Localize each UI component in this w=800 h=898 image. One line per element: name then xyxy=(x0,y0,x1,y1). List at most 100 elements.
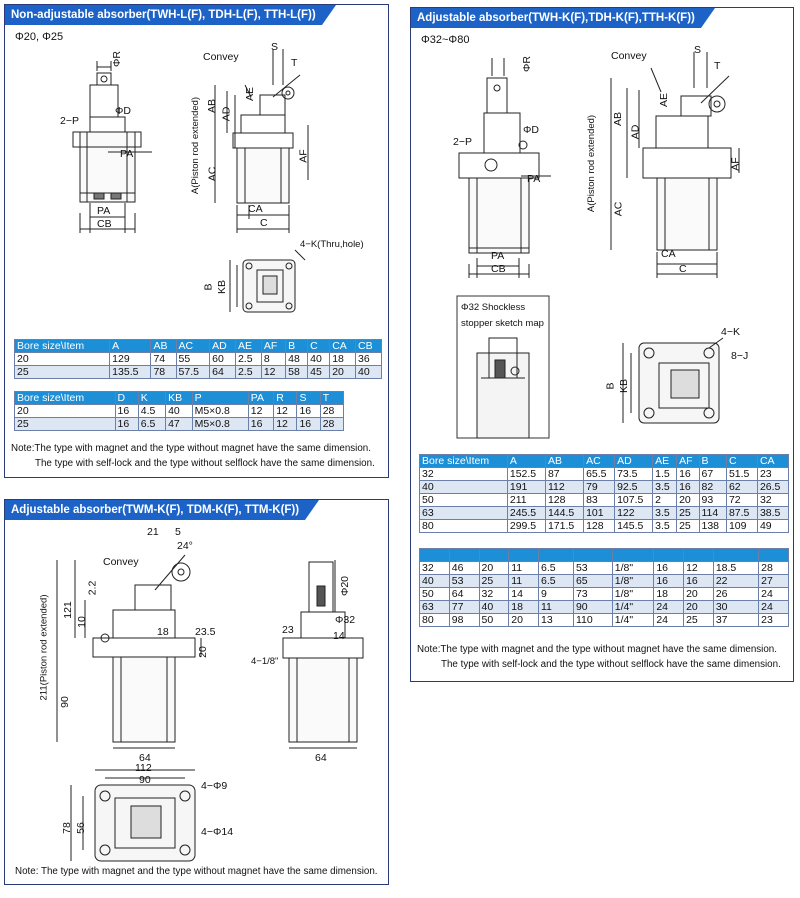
table-header-cell: AE xyxy=(652,454,678,468)
table-cell: 6.5 xyxy=(538,561,574,575)
table-cell: 6.5 xyxy=(137,417,167,431)
label-2p: 2−P xyxy=(60,115,79,127)
table-cell: 47 xyxy=(165,417,193,431)
table-cell: 128 xyxy=(583,519,616,533)
table-cell: 20 xyxy=(14,404,116,418)
note-magnet: Note:The type with magnet and the type w… xyxy=(11,443,371,454)
table-header-cell: KB xyxy=(165,391,193,405)
table-header-cell: AC xyxy=(583,454,616,468)
table-cell: 72 xyxy=(725,493,758,507)
label-8j: 8−J xyxy=(731,350,749,362)
label-64b: 64 xyxy=(315,752,327,764)
table-header-cell: A xyxy=(109,339,152,353)
table-cell: 90 xyxy=(572,600,613,614)
table-header-cell xyxy=(478,548,510,562)
label-ab: AB xyxy=(612,111,625,127)
table-cell: 37 xyxy=(712,613,760,627)
table-cell: 53 xyxy=(448,574,480,588)
table-cell: 3.5 xyxy=(652,480,678,494)
table-cell: M5×0.8 xyxy=(191,404,249,418)
label-phiR: ΦR xyxy=(110,51,123,67)
table-cell: 12 xyxy=(260,365,287,379)
table-cell: 152.5 xyxy=(506,467,546,481)
label-pa-bottom: PA xyxy=(491,250,505,262)
table-cell: 63 xyxy=(419,506,508,520)
table-cell: 30 xyxy=(712,600,760,614)
table-cell: 11 xyxy=(508,561,539,575)
table-cell: 23 xyxy=(758,613,789,627)
label-4k: 4−K xyxy=(721,326,740,338)
table-cell: 16 xyxy=(247,417,275,431)
label-convey: Convey xyxy=(203,51,239,63)
label-90b: 90 xyxy=(139,774,151,786)
table-cell: 20 xyxy=(329,365,357,379)
table-header-cell: S xyxy=(296,391,321,405)
label-pa-bottom: PA xyxy=(97,205,111,217)
table-cell: 25 xyxy=(676,519,700,533)
table-cell: 22 xyxy=(712,574,760,588)
label-phiD: ΦD xyxy=(523,124,539,136)
table-cell: 20 xyxy=(13,352,111,366)
label-2-2: 2.2 xyxy=(86,580,99,596)
table-cell: 191 xyxy=(506,480,546,494)
table-cell: 57.5 xyxy=(175,365,211,379)
label-56: 56 xyxy=(74,822,87,834)
label-af: AF xyxy=(297,149,310,163)
table-cell: 1.5 xyxy=(652,467,678,481)
table-cell: 1/8" xyxy=(611,574,655,588)
table-header-cell: A xyxy=(506,454,546,468)
table-cell: 45 xyxy=(307,365,331,379)
table-cell: 16 xyxy=(676,467,700,481)
panel-adjustable-m: Adjustable absorber(TWM-K(F), TDM-K(F), … xyxy=(4,499,389,885)
label-23-5: 23.5 xyxy=(195,626,216,638)
table-cell: 299.5 xyxy=(506,519,546,533)
table-header-cell: B xyxy=(285,339,309,353)
table-header-row xyxy=(419,548,789,562)
label-21: 21 xyxy=(147,526,159,538)
table-cell: 20 xyxy=(676,493,700,507)
table-cell: 1/4" xyxy=(611,600,655,614)
table-cell: 62 xyxy=(725,480,758,494)
table-cell: 25 xyxy=(683,613,714,627)
table-header-cell: PA xyxy=(247,391,275,405)
table-cell: 16 xyxy=(653,561,685,575)
table-cell: M5×0.8 xyxy=(191,417,249,431)
table-header-cell: C xyxy=(725,454,758,468)
label-sketch1: Φ32 Shockless xyxy=(461,302,526,313)
label-ad: AD xyxy=(220,106,233,122)
table-cell: 12 xyxy=(273,404,298,418)
table-cell: 18.5 xyxy=(712,561,760,575)
table-cell: 114 xyxy=(698,506,727,520)
label-phi14: 4−Φ14 xyxy=(201,826,234,838)
table-cell: 9 xyxy=(538,587,574,601)
label-a: A(Piston rod extended) xyxy=(190,96,202,195)
table-cell: 93 xyxy=(698,493,727,507)
table-cell: 38.5 xyxy=(756,506,790,520)
table-cell: 129 xyxy=(109,352,152,366)
panel-title: Adjustable absorber(TWM-K(F), TDM-K(F), … xyxy=(5,500,320,520)
table-cell: 87.5 xyxy=(725,506,758,520)
table-header-cell xyxy=(419,548,450,562)
label-ad: AD xyxy=(629,124,642,140)
table-cell: 25 xyxy=(14,417,116,431)
table-cell: 40 xyxy=(419,574,450,588)
label-pa: PA xyxy=(527,173,541,185)
front-view-drawing xyxy=(456,52,740,439)
label-pa: PA xyxy=(120,148,134,160)
table-cell: 65.5 xyxy=(583,467,616,481)
table-cell: 12 xyxy=(683,561,714,575)
table-cell: 138 xyxy=(698,519,727,533)
table-cell: 78 xyxy=(150,365,177,379)
label-phi32: Φ32 xyxy=(335,614,356,626)
table-header-cell: CB xyxy=(355,339,382,353)
table-cell: 32 xyxy=(419,467,508,481)
table-cell: 245.5 xyxy=(506,506,546,520)
table-header-cell: Bore size\Item xyxy=(419,454,508,468)
table-cell: 24 xyxy=(758,600,789,614)
table-header-cell: AD xyxy=(614,454,654,468)
